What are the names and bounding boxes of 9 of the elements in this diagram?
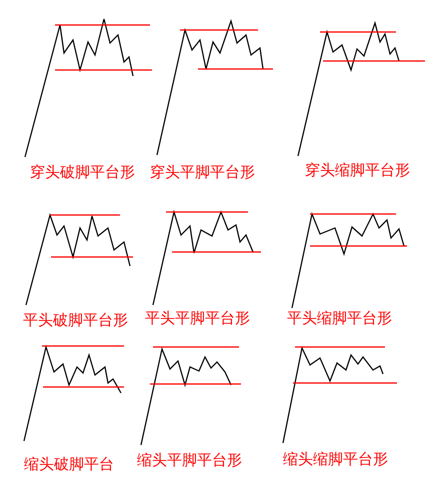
pattern-caption: 穿头缩脚平台形 [305, 161, 410, 179]
pattern-caption: 缩头破脚平台 [24, 455, 114, 473]
pattern-caption: 缩头平脚平台形 [137, 451, 242, 469]
pattern-caption: 穿头平脚平台形 [150, 163, 255, 181]
pattern-caption: 缩头缩脚平台形 [283, 450, 388, 468]
pattern-caption: 平头缩脚平台形 [287, 309, 392, 327]
pattern-caption: 平头平脚平台形 [145, 309, 250, 327]
pattern-caption: 平头破脚平台形 [23, 311, 128, 329]
pattern-caption: 穿头破脚平台形 [30, 163, 135, 181]
